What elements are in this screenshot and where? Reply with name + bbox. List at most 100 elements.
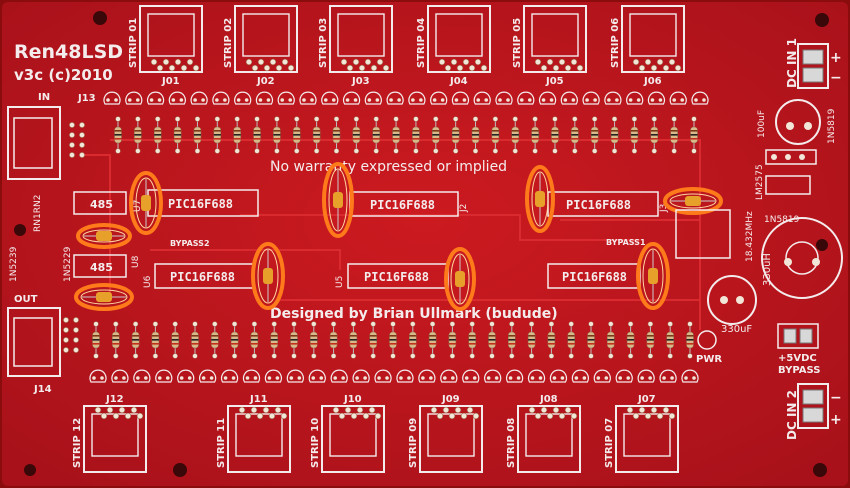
highlighted-bypass-capacitor [76,223,132,249]
resistor [134,116,142,154]
transistor-outline [264,369,282,383]
transistor-outline [155,369,173,383]
transistor-outline [560,91,578,105]
transistor-outline [374,369,392,383]
resistor [290,321,298,359]
transistor-outline [364,91,382,105]
strip-label: STRIP 08 [506,418,517,468]
j13-label: J13 [77,93,96,104]
dc-in-1-minus: − [830,70,842,86]
transistor-outline [626,91,644,105]
pic-label-top-1: PIC16F688 [168,197,233,211]
resistor [511,116,519,154]
resistor [293,116,301,154]
resistor [551,116,559,154]
resistor [508,321,516,359]
transistor-outline [89,369,107,383]
dc-in-2-label: DC IN 2 [785,390,799,440]
j3-label: J3 [659,204,669,213]
highlighted-capacitors [74,162,723,311]
strip-label: STRIP 09 [408,418,419,468]
resistor [409,321,417,359]
transistor-outline [451,91,470,105]
resistor [471,116,480,154]
transistor-outline [593,369,611,383]
resistor [233,116,241,154]
resistor [250,321,259,359]
transistor-outline [212,91,230,105]
transistor-outline [582,91,600,105]
transistor-outline [440,369,458,383]
rs485-label-2: 485 [90,261,113,274]
dc-in-2-plus: + [830,412,842,428]
transistor-outline [669,91,687,105]
resistor [527,321,536,359]
bypass1-label: BYPASS1 [606,238,646,247]
transistor-outline [637,369,655,383]
top-transistor-row [103,91,709,105]
resistor [451,116,460,154]
bypass-label: BYPASS [778,365,820,376]
in-port: IN J13 [7,92,96,180]
resistor [253,116,261,154]
transistor-outline [418,369,436,383]
top-strip-jack: STRIP 05 J05 [512,5,587,87]
top-resistor-row [114,116,698,154]
jack-ref-label: J04 [449,76,468,87]
transistor-outline [168,91,186,105]
rs485-chip-1: 485 [73,191,127,215]
transistor-outline [484,369,502,383]
out-port-label: OUT [14,294,38,305]
transistor-outline [396,369,414,383]
resistor [173,116,182,154]
bottom-resistor-row [92,321,694,359]
jack-ref-label: J07 [637,394,656,405]
pic-label-top-3: PIC16F688 [566,198,631,212]
transistor-outline [342,91,361,105]
resistor [114,116,122,154]
resistor [273,116,281,154]
resistor [488,321,496,359]
cap-100uf-label: 100uF [757,110,767,138]
strip-label: STRIP 07 [604,418,615,468]
resistor [270,321,278,359]
transistor-outline [220,369,239,383]
transistor-outline [146,91,165,105]
strip-label: STRIP 01 [128,18,139,68]
transistor-outline [190,91,208,105]
pic-label-top-2: PIC16F688 [370,198,435,212]
dc-in-1-label: DC IN 1 [785,38,799,88]
resistor [670,116,678,154]
transistor-outline [473,91,491,105]
resistor [531,116,539,154]
jack-ref-label: J03 [351,76,370,87]
resistor [131,321,140,359]
resistor [610,116,619,154]
resistor [349,321,358,359]
transistor-outline [691,91,709,105]
highlighted-bypass-capacitor [663,187,723,215]
resistor [372,116,380,154]
resistor [392,116,400,154]
transistor-outline [647,91,666,105]
transistor-outline [681,369,699,383]
inductor-330uh-label: 330uH [762,253,773,286]
transistor-outline [430,91,448,105]
transistor-outline [538,91,557,105]
diode-1n5239-label: 1N5239 [9,246,19,282]
jack-ref-label: J06 [643,76,662,87]
jack-ref-label: J05 [545,76,564,87]
j14-label: J14 [33,384,52,395]
strip-label: STRIP 02 [223,18,234,68]
strip-label: STRIP 05 [512,18,523,68]
transistor-outline [125,91,143,105]
transistor-outline [462,369,480,383]
highlighted-bypass-capacitor [129,171,163,235]
resistor [666,321,674,359]
resistor [468,321,476,359]
